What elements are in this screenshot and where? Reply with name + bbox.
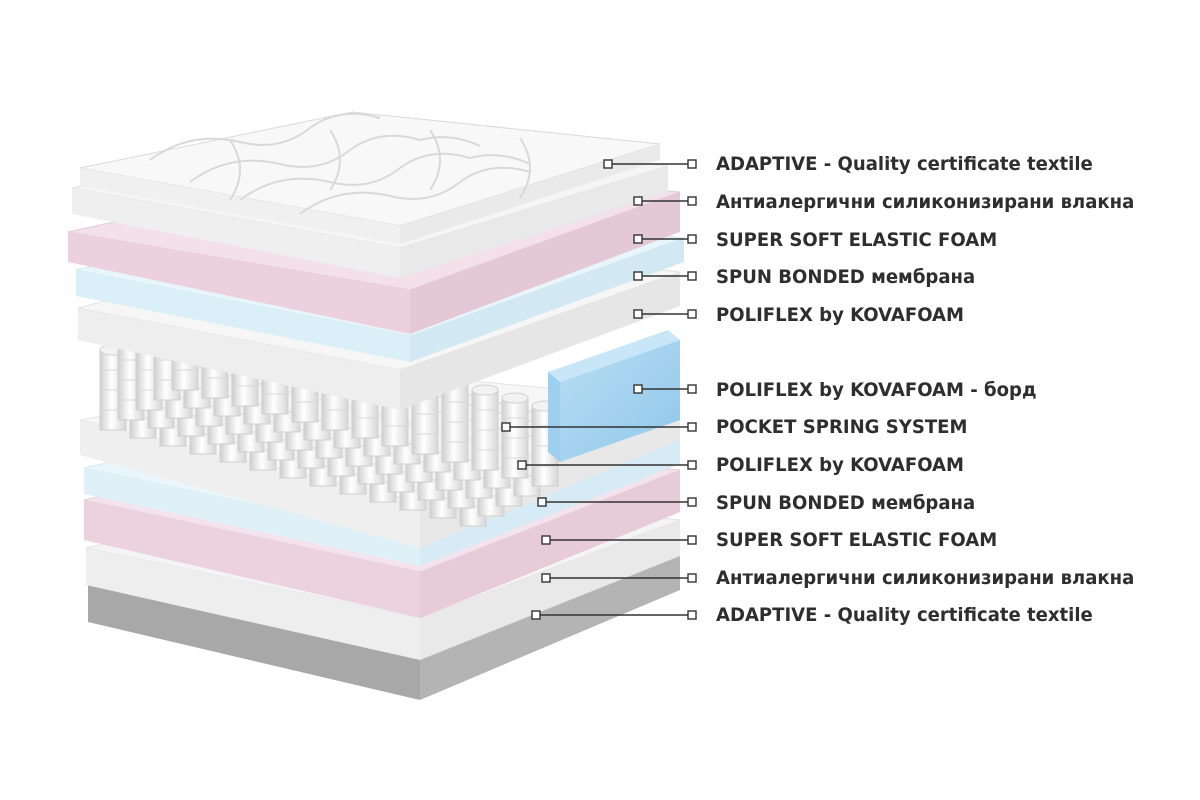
leader-end-marker (517, 460, 527, 470)
label-top-poliflex: POLIFLEX by KOVAFOAM (716, 304, 964, 326)
label-top-spunbonded: SPUN BONDED мембрана (716, 266, 976, 288)
label-bottom-textile: ADAPTIVE - Quality certificate textile (716, 604, 1093, 626)
label-border-poliflex: POLIFLEX by KOVAFOAM - борд (716, 379, 1037, 401)
leader-end-marker (687, 460, 697, 470)
spring-top (501, 392, 529, 404)
leader-end-marker (633, 384, 643, 394)
label-pocket-spring-system: POCKET SPRING SYSTEM (716, 416, 968, 438)
label-bottom-spunbonded: SPUN BONDED мембрана (716, 492, 976, 514)
spring-top (471, 384, 499, 396)
leader-lines (501, 159, 697, 620)
leader-end-marker (603, 159, 613, 169)
leader-end-marker (687, 309, 697, 319)
leader-end-marker (687, 573, 697, 583)
leader-end-marker (687, 159, 697, 169)
leader-end-marker (687, 422, 697, 432)
label-bottom-fiber: Антиалергични силиконизирани влакна (716, 567, 1135, 589)
leader-end-marker (687, 271, 697, 281)
leader-end-marker (687, 497, 697, 507)
leader-end-marker (687, 384, 697, 394)
leader-end-marker (501, 422, 511, 432)
leader-end-marker (541, 573, 551, 583)
leader-end-marker (687, 234, 697, 244)
leader-end-marker (633, 234, 643, 244)
leader-end-marker (531, 610, 541, 620)
label-top-textile: ADAPTIVE - Quality certificate textile (716, 153, 1093, 175)
leader-end-marker (541, 535, 551, 545)
leader-end-marker (633, 309, 643, 319)
leader-end-marker (687, 535, 697, 545)
label-bottom-elastic-foam: SUPER SOFT ELASTIC FOAM (716, 529, 998, 551)
leader-end-marker (633, 271, 643, 281)
leader-end-marker (537, 497, 547, 507)
label-bottom-poliflex: POLIFLEX by KOVAFOAM (716, 454, 964, 476)
label-top-elastic-foam: SUPER SOFT ELASTIC FOAM (716, 229, 998, 251)
layer-border-foam (548, 330, 680, 462)
label-top-fiber: Антиалергични силиконизирани влакна (716, 191, 1135, 213)
layer-top-quilted-textile (79, 111, 661, 244)
leader-end-marker (633, 196, 643, 206)
leader-end-marker (687, 610, 697, 620)
leader-end-marker (687, 196, 697, 206)
